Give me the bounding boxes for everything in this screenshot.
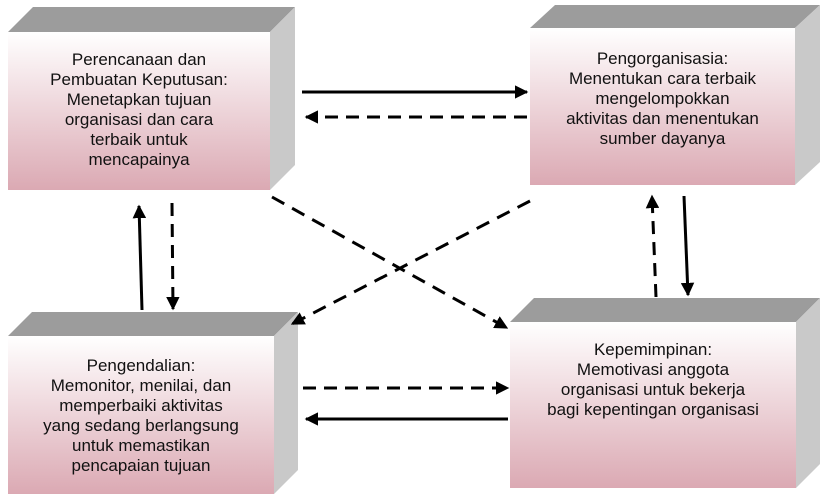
box-text-line: Pengorganisasia: bbox=[596, 49, 729, 68]
box-text-line: terbaik untuk bbox=[90, 130, 188, 149]
organizing-box-side bbox=[795, 5, 820, 185]
box-text-line: Kepemimpinan: bbox=[593, 340, 713, 359]
controlling-box bbox=[8, 312, 298, 494]
arrow-planning-to-controlling-dashed bbox=[166, 202, 180, 311]
controlling-box-top bbox=[8, 312, 298, 336]
leading-box-top bbox=[510, 298, 820, 322]
box-text-line: organisasi untuk bekerja bbox=[560, 380, 746, 399]
controlling-box-side bbox=[274, 312, 298, 494]
arrow-controlling-to-planning bbox=[132, 204, 147, 311]
arrow-organizing-to-controlling-dashed bbox=[290, 199, 531, 326]
arrows bbox=[132, 85, 695, 426]
box-text-line: yang sedang berlangsung bbox=[43, 416, 239, 435]
box-text-line: pencapaian tujuan bbox=[71, 456, 211, 475]
planning-box-face bbox=[8, 32, 270, 190]
box-text-line: Pengendalian: bbox=[86, 356, 196, 375]
arrow-leading-to-organizing-dashed bbox=[645, 194, 660, 298]
arrow-planning-to-leading-dashed bbox=[271, 195, 509, 330]
box-text-line: untuk memastikan bbox=[72, 436, 210, 455]
box-text-line: mengelompokkan bbox=[595, 89, 730, 108]
leading-box bbox=[510, 298, 820, 488]
box-text-line: organisasi dan cara bbox=[64, 110, 214, 129]
box-text-line: sumber dayanya bbox=[599, 129, 726, 148]
organizing-box bbox=[530, 5, 820, 185]
arrow-organizing-to-leading bbox=[680, 195, 695, 297]
box-text-line: bagi kepentingan organisasi bbox=[547, 400, 759, 419]
controlling-box-face bbox=[8, 336, 274, 494]
planning-box-side bbox=[270, 7, 295, 190]
leading-box-face bbox=[510, 322, 796, 488]
box-text-line: Memonitor, menilai, dan bbox=[50, 376, 232, 395]
box-text-line: Pembuatan Keputusan: bbox=[50, 70, 228, 89]
box-text-line: Perencanaan dan bbox=[71, 50, 207, 69]
box-text-line: mencapainya bbox=[88, 150, 190, 169]
organizing-box-face bbox=[530, 28, 795, 185]
organizing-box-top bbox=[530, 5, 820, 28]
box-text-line: aktivitas dan menentukan bbox=[566, 109, 759, 128]
planning-box bbox=[8, 7, 295, 190]
planning-box-top bbox=[8, 7, 295, 32]
box-text-line: memperbaiki aktivitas bbox=[59, 396, 223, 415]
box-text-line: Memotivasi anggota bbox=[576, 360, 730, 379]
box-text-line: Menetapkan tujuan bbox=[66, 90, 212, 109]
leading-box-side bbox=[796, 298, 820, 488]
box-text-line: Menentukan cara terbaik bbox=[568, 69, 757, 88]
